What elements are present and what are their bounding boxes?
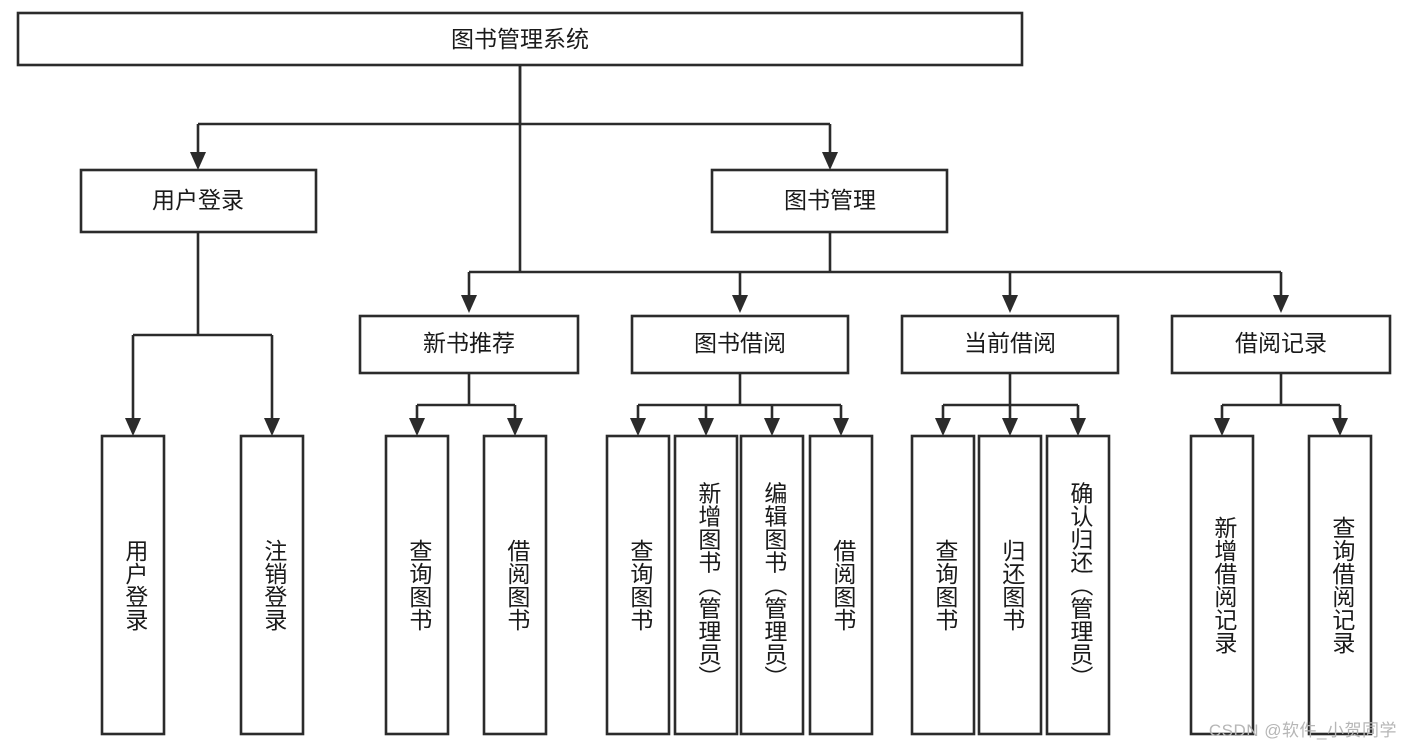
node-root-system[interactable]: 图书管理系统	[16, 11, 1024, 67]
arrow-new-book-leaf-2	[507, 418, 523, 436]
arrow-user-login-leaf-2	[264, 418, 280, 436]
arrow-book-mgmt-to-borrow	[732, 295, 748, 313]
arrow-book-borrow-leaf-3	[764, 418, 780, 436]
node-book-management-box[interactable]	[710, 168, 949, 234]
arrow-user-login-leaf-1	[125, 418, 141, 436]
connector-group-user-login	[125, 232, 280, 436]
leaf-user-login-logout-box[interactable]	[239, 434, 305, 736]
leaf-current-borrow-return-box[interactable]	[977, 434, 1043, 736]
node-user-login-box[interactable]	[79, 168, 318, 234]
leaf-user-login-login[interactable]: 用户登录	[100, 434, 166, 736]
arrow-borrow-record-leaf-2	[1332, 418, 1348, 436]
node-current-borrow-label: 当前借阅	[964, 330, 1056, 356]
leaf-book-borrow-query-box[interactable]	[605, 434, 671, 736]
arrow-book-borrow-leaf-4	[833, 418, 849, 436]
leaf-current-borrow-return[interactable]: 归还图书	[977, 434, 1043, 736]
leaf-current-borrow-confirm-box[interactable]	[1045, 434, 1111, 736]
node-new-book-recommend[interactable]: 新书推荐	[358, 314, 580, 375]
node-user-login[interactable]: 用户登录	[79, 168, 318, 234]
leaf-current-borrow-return-label: 归还图书	[999, 539, 1026, 631]
leaf-current-borrow-query-box[interactable]	[910, 434, 976, 736]
arrow-book-borrow-leaf-2	[698, 418, 714, 436]
leaf-current-borrow-confirm-label: 确认归还（管理员）	[1067, 482, 1094, 689]
connector-group-current-borrow	[935, 373, 1086, 436]
arrow-book-mgmt-to-record	[1273, 295, 1289, 313]
node-root-system-box[interactable]	[16, 11, 1024, 67]
leaf-user-login-login-label: 用户登录	[122, 539, 149, 631]
node-current-borrow[interactable]: 当前借阅	[900, 314, 1120, 375]
leaf-book-borrow-edit[interactable]: 编辑图书（管理员）	[739, 434, 805, 736]
node-new-book-recommend-box[interactable]	[358, 314, 580, 375]
connector-group-borrow-record	[1214, 373, 1348, 436]
leaf-new-book-borrow-box[interactable]	[482, 434, 548, 736]
leaf-new-book-query-label: 查询图书	[406, 539, 433, 631]
connector-group-new-book	[409, 373, 523, 436]
arrow-root-to-book-mgmt	[822, 152, 838, 170]
leaf-current-borrow-query[interactable]: 查询图书	[910, 434, 976, 736]
leaf-current-borrow-query-label: 查询图书	[932, 539, 959, 631]
leaf-current-borrow-confirm[interactable]: 确认归还（管理员）	[1045, 434, 1111, 736]
leaf-book-borrow-add-box[interactable]	[673, 434, 739, 736]
leaf-user-login-logout[interactable]: 注销登录	[239, 434, 305, 736]
leaf-borrow-record-add-box[interactable]	[1189, 434, 1255, 736]
leaf-book-borrow-query[interactable]: 查询图书	[605, 434, 671, 736]
arrow-root-to-user-login	[190, 152, 206, 170]
leaf-book-borrow-query-label: 查询图书	[627, 539, 654, 631]
leaf-book-borrow-edit-label: 编辑图书（管理员）	[761, 482, 788, 689]
node-root-system-label: 图书管理系统	[451, 26, 589, 52]
node-book-borrow[interactable]: 图书借阅	[630, 314, 850, 375]
node-book-borrow-box[interactable]	[630, 314, 850, 375]
arrow-new-book-leaf-1	[409, 418, 425, 436]
arrow-book-mgmt-to-current	[1002, 295, 1018, 313]
connector-group-root	[190, 65, 838, 272]
arrow-current-borrow-leaf-2	[1002, 418, 1018, 436]
leaf-new-book-query-box[interactable]	[384, 434, 450, 736]
leaf-book-borrow-add-label: 新增图书（管理员）	[695, 482, 722, 689]
leaf-book-borrow-borrow[interactable]: 借阅图书	[808, 434, 874, 736]
leaf-borrow-record-add-label: 新增借阅记录	[1211, 516, 1238, 654]
arrow-borrow-record-leaf-1	[1214, 418, 1230, 436]
leaf-new-book-borrow[interactable]: 借阅图书	[482, 434, 548, 736]
leaf-book-borrow-borrow-box[interactable]	[808, 434, 874, 736]
arrow-book-mgmt-to-new-book	[461, 295, 477, 313]
arrow-book-borrow-leaf-1	[630, 418, 646, 436]
leaf-new-book-query[interactable]: 查询图书	[384, 434, 450, 736]
arrow-current-borrow-leaf-1	[935, 418, 951, 436]
leaf-borrow-record-query-label: 查询借阅记录	[1329, 516, 1356, 654]
leaf-book-borrow-edit-box[interactable]	[739, 434, 805, 736]
node-book-borrow-label: 图书借阅	[694, 330, 786, 356]
arrow-current-borrow-leaf-3	[1070, 418, 1086, 436]
node-user-login-label: 用户登录	[152, 187, 244, 213]
node-book-management[interactable]: 图书管理	[710, 168, 949, 234]
node-borrow-record[interactable]: 借阅记录	[1170, 314, 1392, 375]
connector-group-book-mgmt	[461, 232, 1289, 313]
node-book-management-label: 图书管理	[784, 187, 876, 213]
leaf-new-book-borrow-label: 借阅图书	[504, 539, 531, 631]
leaf-book-borrow-borrow-label: 借阅图书	[830, 539, 857, 631]
node-new-book-recommend-label: 新书推荐	[423, 330, 515, 356]
node-current-borrow-box[interactable]	[900, 314, 1120, 375]
leaf-book-borrow-add[interactable]: 新增图书（管理员）	[673, 434, 739, 736]
connector-group-book-borrow	[630, 373, 849, 436]
leaf-borrow-record-add[interactable]: 新增借阅记录	[1189, 434, 1255, 736]
node-borrow-record-box[interactable]	[1170, 314, 1392, 375]
leaf-user-login-login-box[interactable]	[100, 434, 166, 736]
leaf-borrow-record-query[interactable]: 查询借阅记录	[1307, 434, 1373, 736]
leaf-borrow-record-query-box[interactable]	[1307, 434, 1373, 736]
node-borrow-record-label: 借阅记录	[1235, 330, 1327, 356]
leaf-user-login-logout-label: 注销登录	[261, 539, 288, 631]
